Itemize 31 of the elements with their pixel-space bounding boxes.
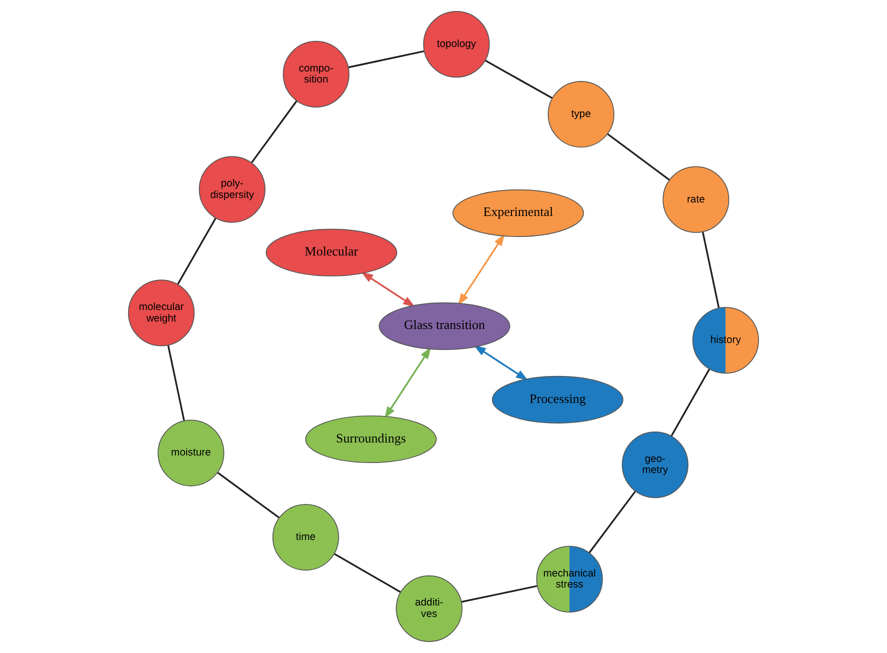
node-ellipse: Molecular bbox=[266, 228, 398, 276]
arrow bbox=[360, 272, 416, 308]
node-ellipse: Processing bbox=[492, 376, 624, 424]
arrow bbox=[384, 346, 432, 419]
connector bbox=[334, 552, 401, 593]
node-circle: molecular weight bbox=[128, 280, 195, 346]
node-ellipse: Surroundings bbox=[305, 415, 437, 464]
node-circle: time bbox=[272, 504, 340, 571]
node-circle: rate bbox=[662, 166, 730, 233]
arrow bbox=[474, 345, 528, 381]
connector bbox=[461, 585, 538, 603]
connector bbox=[588, 490, 636, 554]
node-circle: type bbox=[548, 80, 614, 148]
connector bbox=[250, 100, 298, 164]
node-ellipse: Experimental bbox=[452, 189, 584, 237]
connector bbox=[670, 368, 710, 436]
node-circle: moisture bbox=[158, 420, 224, 486]
node-circle: topology bbox=[423, 11, 490, 78]
node-circle: geo- metry bbox=[622, 432, 688, 498]
node-circle: additi- ves bbox=[396, 575, 462, 642]
connector bbox=[348, 50, 424, 68]
arrow bbox=[458, 234, 505, 306]
connector bbox=[217, 472, 280, 518]
connector bbox=[607, 133, 670, 181]
connector bbox=[702, 232, 720, 308]
node-circle: compo- sition bbox=[282, 40, 350, 108]
node-ellipse: Glass transition bbox=[378, 302, 510, 350]
connector bbox=[167, 345, 185, 421]
connector bbox=[484, 60, 553, 99]
node-circle: poly- dispersity bbox=[198, 156, 266, 223]
connector bbox=[177, 218, 216, 285]
